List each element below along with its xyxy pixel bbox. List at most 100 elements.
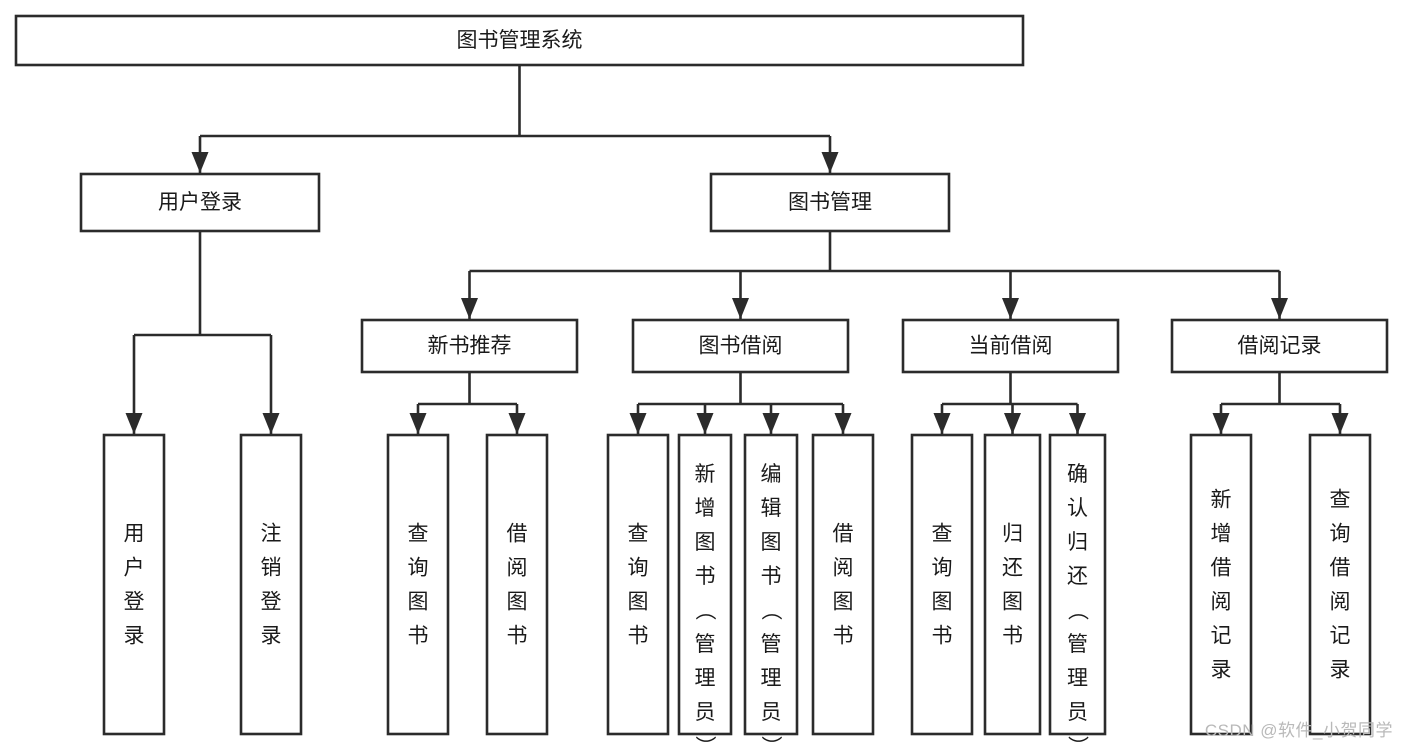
node-level3-1[interactable]: 图书借阅 — [631, 318, 850, 374]
node-label-char: 登 — [261, 591, 282, 614]
node-label-char: 归 — [1002, 523, 1023, 546]
node-label-char: 图 — [932, 591, 953, 614]
nodes-layer: 图书管理系统用户登录图书管理新书推荐图书借阅当前借阅借阅记录用户登录注销登录查询… — [14, 14, 1389, 747]
node-label-char: 书 — [1002, 625, 1023, 648]
node-level2-1[interactable]: 图书管理 — [709, 172, 951, 233]
node-label-char: 录 — [1330, 659, 1351, 682]
node-label-char: 图 — [408, 591, 429, 614]
node-label-char: 书 — [761, 565, 782, 588]
node-label-char: （ — [1066, 600, 1089, 621]
node-label-char: 询 — [628, 557, 649, 580]
node-label: 当前借阅 — [969, 335, 1053, 358]
node-label-char: 员 — [761, 701, 782, 724]
node-level2-0[interactable]: 用户登录 — [79, 172, 321, 233]
arrow-head-icon — [461, 298, 478, 319]
node-label-char: 借 — [833, 523, 854, 546]
arrow-head-icon — [762, 413, 780, 434]
node-label-char: 询 — [1330, 523, 1351, 546]
node-level3-2[interactable]: 当前借阅 — [901, 318, 1120, 374]
node-label-char: 书 — [408, 625, 429, 648]
node-label-char: 认 — [1067, 497, 1088, 520]
node-label-char: 图 — [1002, 591, 1023, 614]
node-box — [79, 172, 321, 233]
node-box — [1048, 433, 1107, 736]
node-root-0[interactable]: 图书管理系统 — [14, 14, 1025, 67]
node-label-char: （ — [759, 600, 782, 621]
arrow-head-icon — [732, 298, 749, 319]
node-label-char: 查 — [932, 523, 953, 546]
node-label-char: 录 — [124, 625, 145, 648]
node-box — [360, 318, 579, 374]
arrow-head-icon — [125, 413, 143, 434]
node-label-char: 理 — [761, 667, 782, 690]
node-label-char: 图 — [695, 531, 716, 554]
arrow-head-icon — [1331, 413, 1349, 434]
node-box — [811, 433, 875, 736]
node-label-char: 书 — [932, 625, 953, 648]
node-label: 图书管理 — [788, 191, 872, 214]
node-label-char: 阅 — [507, 557, 528, 580]
node-level3-3[interactable]: 借阅记录 — [1170, 318, 1389, 374]
node-label-char: 增 — [1211, 523, 1232, 546]
node-label-char: 管 — [695, 633, 716, 656]
node-label-char: ） — [693, 736, 716, 747]
node-label: 新书推荐 — [428, 335, 512, 358]
node-label-char: 查 — [628, 523, 649, 546]
csdn-watermark: CSDN @软件_小贺同学 — [1204, 721, 1393, 740]
node-label-char: 注 — [261, 523, 282, 546]
node-label-char: 书 — [507, 625, 528, 648]
node-label-char: 查 — [1330, 489, 1351, 512]
arrow-head-icon — [1212, 413, 1230, 434]
node-label-char: 用 — [124, 523, 145, 546]
node-label-char: 书 — [628, 625, 649, 648]
node-label-char: 借 — [1211, 557, 1232, 580]
node-label-char: 辑 — [761, 497, 782, 520]
node-label-char: 确 — [1067, 463, 1088, 486]
node-label-char: 管 — [1067, 633, 1088, 656]
node-label-char: 图 — [761, 531, 782, 554]
node-label-char: 阅 — [833, 557, 854, 580]
node-label-char: 借 — [507, 523, 528, 546]
node-label-char: 询 — [932, 557, 953, 580]
node-box — [606, 433, 670, 736]
arrow-head-icon — [629, 413, 647, 434]
node-box — [1308, 433, 1372, 736]
node-label-char: 理 — [1067, 667, 1088, 690]
arrow-head-icon — [696, 413, 714, 434]
node-level3-0[interactable]: 新书推荐 — [360, 318, 579, 374]
node-box — [910, 433, 974, 736]
node-box — [386, 433, 450, 736]
node-label-char: 图 — [507, 591, 528, 614]
node-label-char: 管 — [761, 633, 782, 656]
node-box — [239, 433, 303, 736]
node-leaf-0[interactable]: 用户登录 — [102, 433, 166, 736]
node-label-char: 编 — [761, 463, 782, 486]
node-label-char: （ — [693, 600, 716, 621]
node-label-char: 图 — [628, 591, 649, 614]
node-label-char: 书 — [833, 625, 854, 648]
node-box — [1189, 433, 1253, 736]
node-label-char: 录 — [261, 625, 282, 648]
node-label-char: 还 — [1067, 565, 1088, 588]
arrow-head-icon — [262, 413, 280, 434]
node-box — [983, 433, 1042, 736]
node-label-char: ） — [759, 736, 782, 747]
arrow-head-icon — [933, 413, 951, 434]
node-label: 借阅记录 — [1238, 335, 1322, 358]
node-label-char: 理 — [695, 667, 716, 690]
node-label-char: 阅 — [1330, 591, 1351, 614]
node-label-char: 询 — [408, 557, 429, 580]
